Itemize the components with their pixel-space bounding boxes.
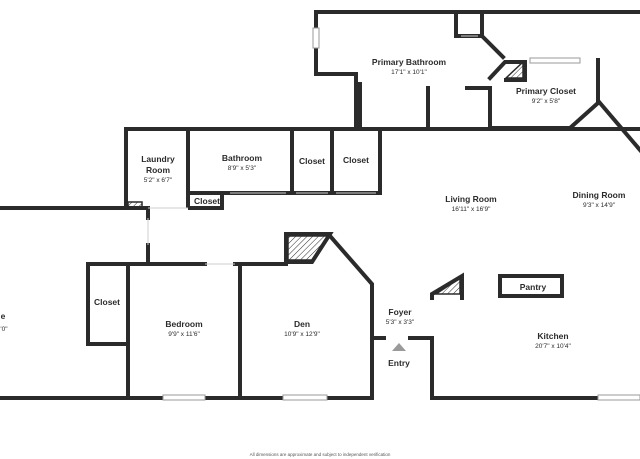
kitchen-dims: 20'7" x 10'4": [535, 343, 571, 350]
closet-1-name: Closet: [299, 156, 325, 166]
laundry-dims: 5'2" x 6'7": [144, 177, 173, 184]
foyer-dims: 5'3" x 3'3": [386, 319, 415, 326]
partial-room-name: e: [1, 311, 6, 321]
main-windows: [147, 192, 640, 401]
dining-room-name: Dining Room: [573, 190, 626, 200]
laundry-name-line1: Laundry: [141, 154, 175, 164]
main-walls: [0, 127, 640, 400]
upper-closet-hatch: [504, 60, 524, 79]
entry-label: Entry: [388, 358, 410, 368]
laundry-name-line2: Room: [146, 165, 171, 175]
upper-windows: [312, 27, 581, 64]
primary-bathroom-name: Primary Bathroom: [372, 57, 447, 67]
den-closet-hatch: [287, 235, 330, 261]
closet-4-name: Closet: [94, 297, 120, 307]
bathroom-dims: 8'9" x 5'3": [228, 165, 257, 172]
living-room-dims: 16'11" x 16'9": [452, 206, 491, 213]
entry-arrow-icon: [392, 343, 406, 351]
laundry-hatch: [127, 201, 143, 209]
bedroom-name: Bedroom: [165, 319, 203, 329]
foyer-name: Foyer: [388, 307, 412, 317]
primary-closet-dims: 9'2" x 5'8": [532, 98, 561, 105]
kitchen-hatch: [433, 276, 461, 295]
partial-room-dims: '0": [0, 326, 8, 333]
pantry-cabinet: [498, 274, 564, 298]
closet-2-name: Closet: [343, 155, 369, 165]
den-name: Den: [294, 319, 310, 329]
dining-room-dims: 9'3" x 14'9": [583, 202, 616, 209]
closet-3-name: Closet: [194, 196, 220, 206]
den-dims: 10'9" x 12'9": [284, 331, 320, 338]
primary-bathroom-dims: 17'1" x 10'1": [391, 69, 427, 76]
disclaimer-text: All dimensions are approximate and subje…: [250, 452, 391, 457]
bedroom-dims: 9'9" x 11'6": [168, 331, 200, 338]
primary-closet-name: Primary Closet: [516, 86, 576, 96]
living-room-name: Living Room: [445, 194, 497, 204]
pantry-name: Pantry: [520, 282, 547, 292]
kitchen-name: Kitchen: [537, 331, 568, 341]
bathroom-name: Bathroom: [222, 153, 263, 163]
